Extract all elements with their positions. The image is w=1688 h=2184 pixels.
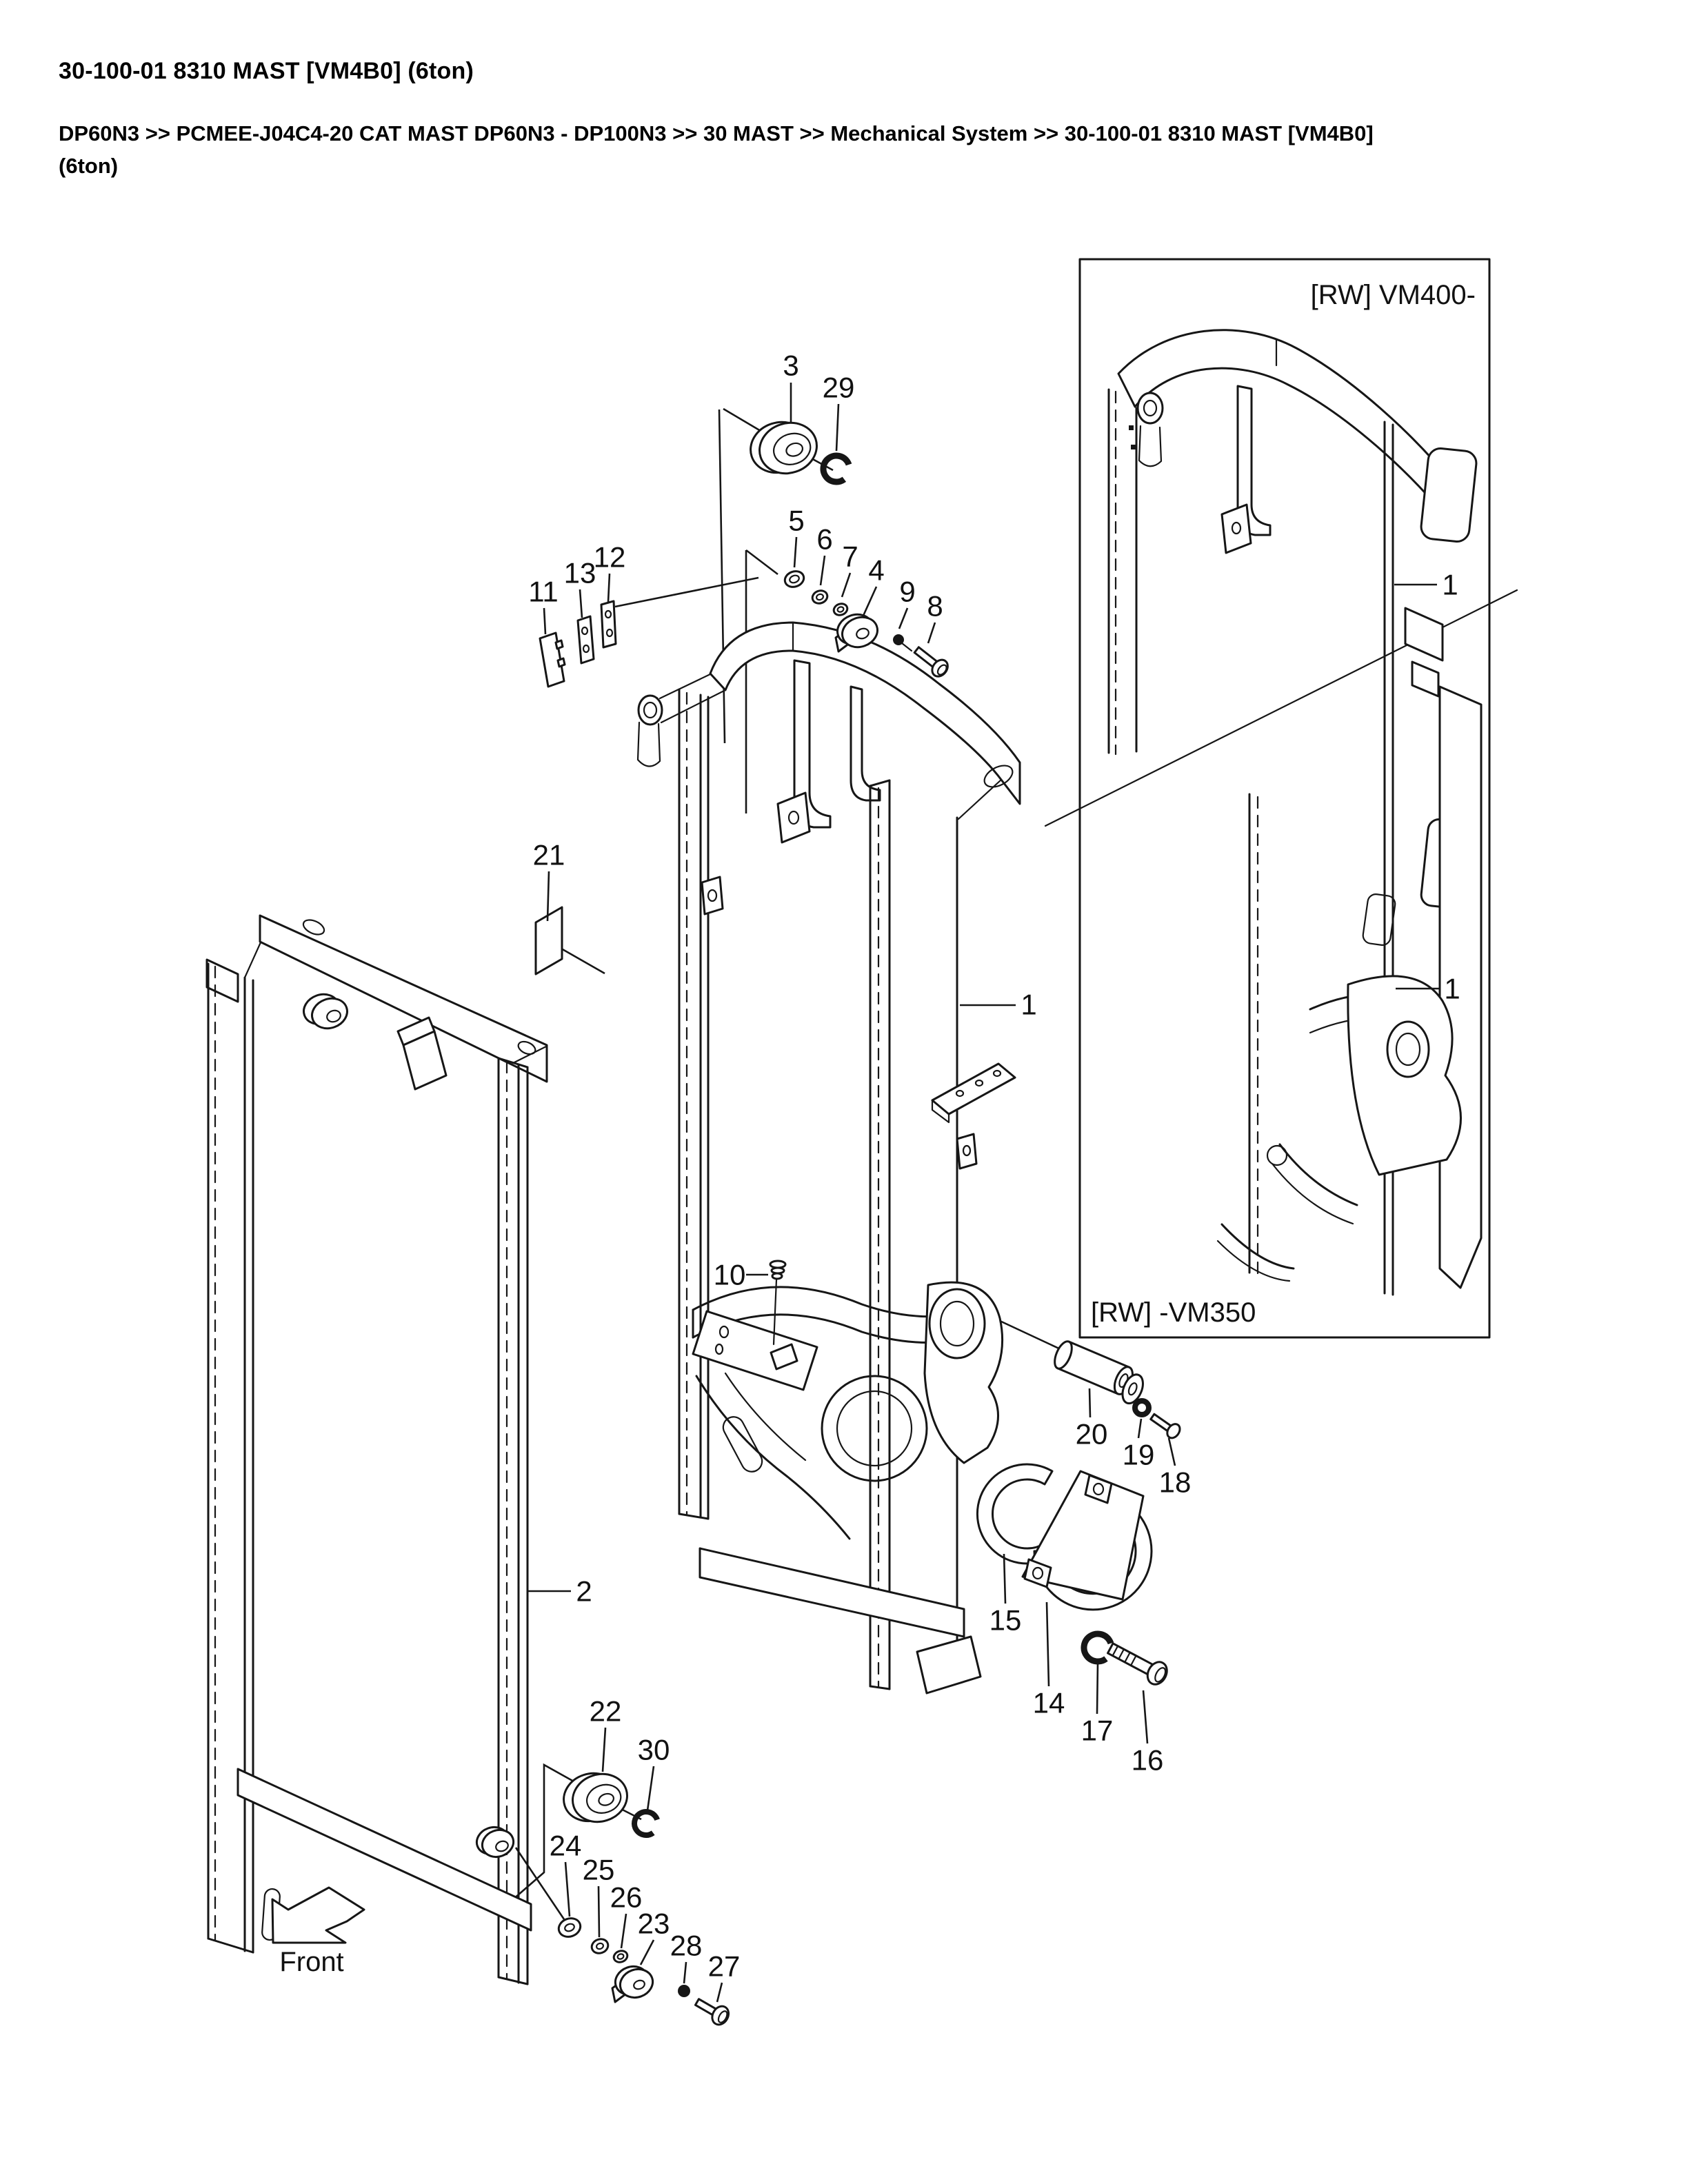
bolt-9 [893, 634, 913, 652]
front-direction: Front [271, 1886, 365, 1977]
callout-17: 17 [1081, 1715, 1114, 1747]
callout-leader-5 [793, 536, 798, 568]
washer-24 [557, 1917, 582, 1938]
breadcrumb-line1: DP60N3 >> PCMEE-J04C4-20 CAT MAST DP60N3… [59, 121, 1374, 145]
callout-7: 7 [842, 540, 858, 573]
plate-14 [1021, 1470, 1145, 1601]
callout-25: 25 [583, 1854, 615, 1886]
inset-bottom-mast [1216, 662, 1483, 1296]
callout-leader-30 [646, 1766, 655, 1811]
callout-6: 6 [816, 523, 832, 556]
callout-leader-12 [607, 573, 611, 603]
ring-19 [1132, 1398, 1152, 1417]
callout-27: 27 [708, 1950, 741, 1983]
callout-30: 30 [638, 1734, 670, 1766]
inset-bottom-label: [RW] -VM350 [1091, 1297, 1256, 1328]
callout-leader-14 [1045, 1601, 1050, 1687]
outer-mast-drawing [205, 914, 548, 1985]
callout-3: 3 [783, 350, 798, 382]
callout-29: 29 [823, 372, 855, 404]
roller-3 [750, 421, 818, 475]
inset-box: [RW] VM400- [RW] -VM350 [1044, 258, 1518, 1339]
bolt-18 [1149, 1413, 1181, 1439]
callout-8: 8 [927, 590, 943, 623]
callout-13: 13 [564, 557, 596, 589]
callout-leader-28 [683, 1961, 687, 1984]
washer-25 [590, 1938, 610, 1954]
washer-6 [811, 589, 829, 605]
callout-leader-20 [1088, 1388, 1092, 1418]
callout-26: 26 [610, 1881, 643, 1914]
callout-leader-6 [819, 555, 826, 586]
callout-15: 15 [989, 1604, 1022, 1637]
roller-22 [563, 1772, 628, 1823]
callout-leader-29 [835, 403, 840, 452]
callout-leader-13 [579, 589, 583, 618]
callout-22: 22 [590, 1695, 622, 1728]
callout-28: 28 [670, 1930, 703, 1962]
breadcrumb: DP60N3 >> PCMEE-J04C4-20 CAT MAST DP60N3… [59, 117, 1641, 182]
callout-leader-26 [620, 1913, 627, 1949]
washer-5 [783, 570, 805, 588]
nut-28 [678, 1985, 690, 1997]
roller-4 [834, 613, 878, 653]
page-title: 30-100-01 8310 MAST [VM4B0] (6ton) [59, 58, 474, 84]
shim-plates [534, 600, 617, 975]
exploded-parts [557, 421, 1181, 2026]
washer-26 [612, 1950, 629, 1963]
callout-23: 23 [638, 1908, 670, 1940]
callout-9: 9 [899, 576, 915, 608]
washer-7 [832, 603, 849, 616]
callout-5: 5 [788, 505, 804, 537]
callout-leader-19 [1137, 1418, 1143, 1439]
callout-21: 21 [533, 839, 565, 871]
callout-10: 10 [714, 1259, 746, 1291]
callout-leader-8 [927, 622, 936, 644]
inset-top-label: [RW] VM400- [1311, 280, 1476, 310]
callout-leader-23 [639, 1939, 655, 1965]
grease-fitting [769, 1260, 787, 1346]
callout-1: 1 [1021, 989, 1036, 1021]
callout-1: 1 [1442, 569, 1458, 601]
callout-20: 20 [1076, 1418, 1108, 1450]
callout-2: 2 [576, 1575, 592, 1608]
callout-leader-11 [543, 607, 547, 635]
callout-1: 1 [1444, 973, 1460, 1005]
bolt-16 [1107, 1642, 1168, 1686]
roller-23 [611, 1965, 654, 2003]
callout-leader-24 [564, 1861, 571, 1917]
callout-14: 14 [1033, 1687, 1065, 1719]
callout-leader-18 [1167, 1437, 1176, 1466]
bolt-27 [694, 1998, 730, 2026]
snap-ring-17 [1081, 1630, 1115, 1665]
callout-18: 18 [1159, 1466, 1192, 1499]
callout-leader-17 [1096, 1662, 1099, 1715]
inner-mast-drawing [636, 621, 1021, 1695]
bolt-8 [913, 646, 949, 678]
callout-leader-4 [862, 586, 878, 616]
callout-leader-9 [898, 607, 909, 629]
snap-ring-29 [820, 452, 853, 485]
breadcrumb-line2: (6ton) [59, 154, 119, 178]
front-label: Front [279, 1947, 343, 1977]
callout-24: 24 [550, 1830, 582, 1862]
callout-4: 4 [868, 554, 884, 587]
callout-leader-15 [1003, 1553, 1007, 1604]
callout-16: 16 [1132, 1744, 1164, 1777]
callout-11: 11 [528, 576, 559, 608]
callout-12: 12 [594, 541, 626, 574]
callout-leader-7 [841, 572, 852, 598]
callout-19: 19 [1123, 1439, 1155, 1471]
callout-leader-21 [546, 871, 550, 922]
callout-leader-16 [1142, 1690, 1149, 1744]
pin-20 [1054, 1340, 1144, 1405]
callout-leader-22 [601, 1727, 607, 1772]
callout-leader-27 [716, 1982, 723, 2003]
snap-ring-30 [631, 1809, 661, 1838]
front-arrow-icon [271, 1886, 365, 1944]
